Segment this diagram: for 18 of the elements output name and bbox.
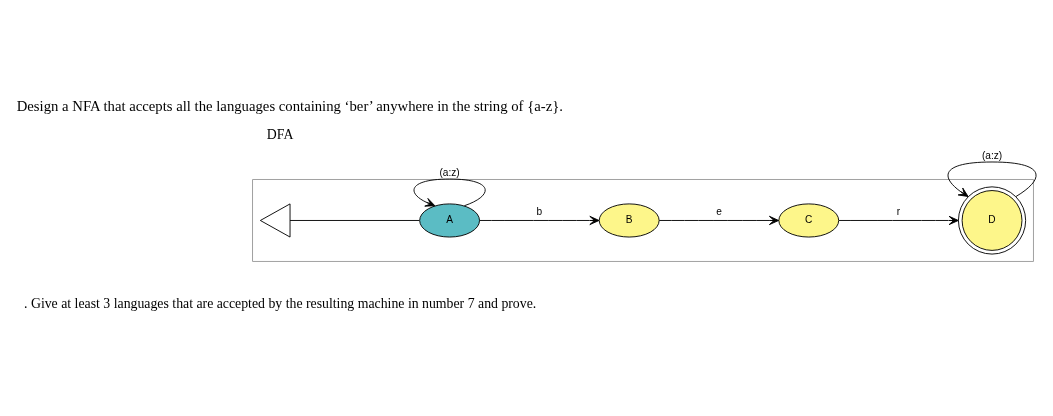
- node-ellipse: A: [419, 202, 480, 237]
- arrow: [947, 161, 1037, 197]
- node-ellipse: C: [778, 202, 840, 237]
- diagram-title: Design a NFA that accepts all the languages containing ‘ber’ anywhere in the string of {a-z}.: [16, 97, 563, 114]
- arrow: [838, 215, 959, 225]
- edge-label: (a:z): [439, 166, 460, 178]
- edge-label: r: [896, 205, 901, 217]
- arrow: [479, 215, 600, 225]
- label: DFA: [266, 126, 294, 142]
- arrow: [413, 178, 486, 207]
- connector: [289, 219, 420, 221]
- edge-label: e: [716, 205, 722, 217]
- edge-label: b: [536, 205, 543, 217]
- node-ellipse: B: [598, 202, 660, 237]
- label: . Give at least 3 languages that are accepted by the resulting machine in number 7 and prove.: [24, 295, 537, 311]
- node-triangle: [259, 202, 291, 237]
- arrow: [658, 215, 780, 225]
- edge-label: (a:z): [981, 149, 1003, 161]
